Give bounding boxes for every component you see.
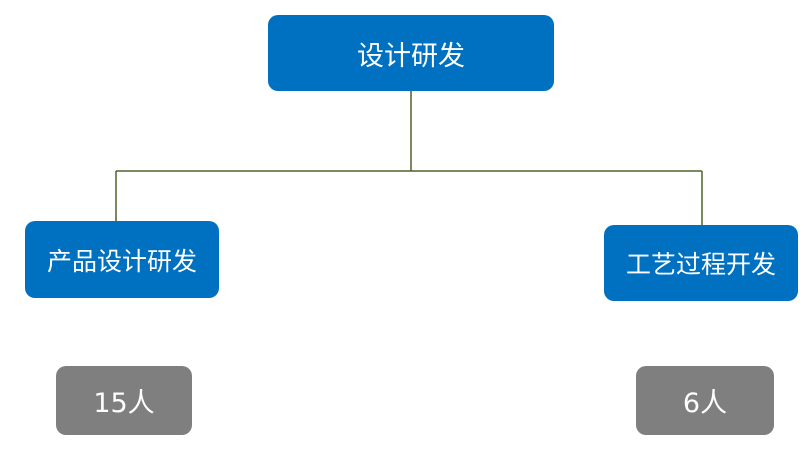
child-node-product-design: 产品设计研发 xyxy=(25,221,219,298)
headcount-badge-process-development: 6人 xyxy=(636,366,774,435)
child-label-product-design: 产品设计研发 xyxy=(46,246,197,276)
headcount-label-process-development: 6人 xyxy=(682,388,728,419)
headcount-label-product-design: 15人 xyxy=(93,388,155,419)
child-label-process-development: 工艺过程开发 xyxy=(625,250,776,279)
child-node-process-development: 工艺过程开发 xyxy=(604,225,798,301)
root-label: 设计研发 xyxy=(357,40,465,72)
root-node: 设计研发 xyxy=(268,15,554,91)
headcount-badge-product-design: 15人 xyxy=(56,366,192,435)
